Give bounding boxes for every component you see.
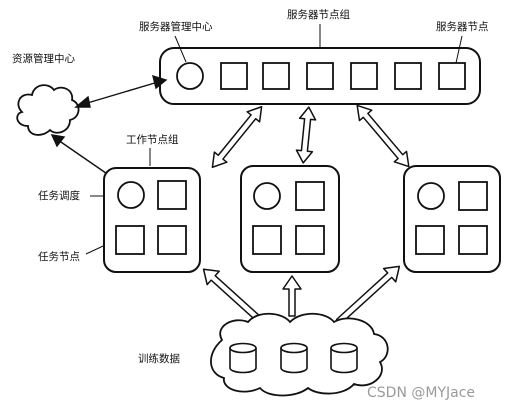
server-manager-node — [176, 62, 204, 90]
label-server-manager: 服务器管理中心 — [139, 21, 213, 33]
watermark: CSDN @MYJace — [367, 385, 476, 401]
leader-server-node — [455, 35, 463, 64]
resource-server-link — [74, 74, 168, 108]
label-worker-group: 工作节点组 — [126, 134, 179, 146]
database-2-icon — [280, 342, 308, 374]
worker-2-node-3 — [295, 225, 325, 255]
data-worker2-arrow — [282, 275, 302, 317]
worker-2-node-2 — [252, 225, 282, 255]
leader-server-manager — [174, 35, 187, 63]
label-server-group: 服务器节点组 — [287, 9, 350, 21]
worker-2-node-1 — [295, 181, 325, 211]
worker-group-1 — [103, 167, 201, 273]
label-resource-manager: 资源管理中心 — [12, 53, 75, 65]
worker-2-scheduler-node — [253, 182, 281, 210]
worker-1-node-3 — [157, 225, 187, 255]
worker-3-scheduler-node — [417, 182, 445, 210]
server-node-1 — [220, 62, 248, 90]
label-training-data: 训练数据 — [138, 353, 180, 365]
label-task-scheduler: 任务调度 — [38, 190, 80, 202]
database-3-icon — [330, 342, 358, 374]
server-node-5 — [394, 62, 422, 90]
worker-1-node-2 — [115, 225, 145, 255]
task-scheduler-node — [117, 181, 145, 209]
label-server-node: 服务器节点 — [436, 21, 489, 33]
worker-group-3 — [403, 165, 501, 273]
server-node-3 — [306, 62, 334, 90]
worker1-server-link — [211, 105, 263, 169]
worker-3-node-2 — [415, 225, 445, 255]
worker2-server-link — [295, 106, 317, 164]
worker-group-2 — [240, 165, 340, 273]
server-node-2 — [262, 62, 290, 90]
worker3-server-link — [356, 104, 410, 168]
resource-manager-cloud — [16, 84, 80, 136]
worker-3-node-1 — [458, 181, 488, 211]
data-worker1-arrow — [202, 268, 262, 322]
server-node-4 — [350, 62, 378, 90]
worker-3-node-3 — [458, 225, 488, 255]
worker-1-node-1 — [157, 180, 187, 210]
data-worker3-arrow — [335, 265, 401, 325]
server-group — [159, 47, 481, 105]
server-node-6 — [438, 62, 466, 90]
database-1-icon — [229, 342, 257, 374]
label-task-node: 任务节点 — [38, 251, 80, 263]
